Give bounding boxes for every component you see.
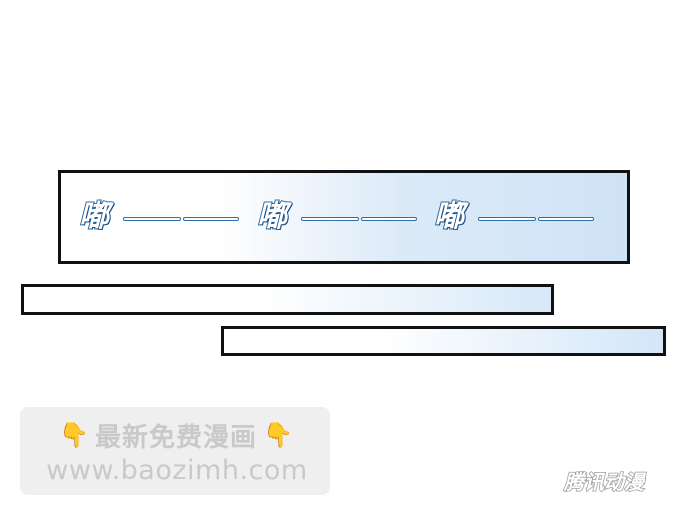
comic-panel: 嘟 嘟 嘟	[58, 170, 630, 264]
watermark-url[interactable]: www.baozimh.com	[46, 455, 308, 486]
pointing-down-hand-icon: 👇	[263, 421, 293, 449]
caption-bar	[221, 326, 666, 356]
sound-effect-row: 嘟 嘟 嘟	[78, 197, 615, 237]
sound-effect-group: 嘟	[433, 197, 614, 237]
sound-dash	[538, 217, 594, 221]
sound-dash	[361, 217, 417, 221]
watermark-title-row: 👇 最新免费漫画 👇	[36, 417, 316, 453]
sound-effect-group: 嘟	[78, 197, 259, 237]
watermark: 👇 最新免费漫画 👇 www.baozimh.com	[20, 407, 330, 495]
watermark-title: 最新免费漫画	[94, 422, 257, 453]
sound-dash	[123, 217, 181, 221]
pointing-down-hand-icon: 👇	[59, 421, 89, 449]
sound-dash	[183, 217, 239, 221]
sound-effect-text: 嘟	[433, 198, 465, 235]
sound-dash	[301, 217, 359, 221]
sound-effect-group: 嘟	[256, 197, 437, 237]
caption-bar	[21, 284, 554, 315]
sound-effect-text: 嘟	[78, 198, 110, 235]
sound-dash	[478, 217, 536, 221]
sound-effect-text: 嘟	[256, 198, 288, 235]
tencent-comic-logo: 腾讯动漫	[563, 469, 645, 495]
